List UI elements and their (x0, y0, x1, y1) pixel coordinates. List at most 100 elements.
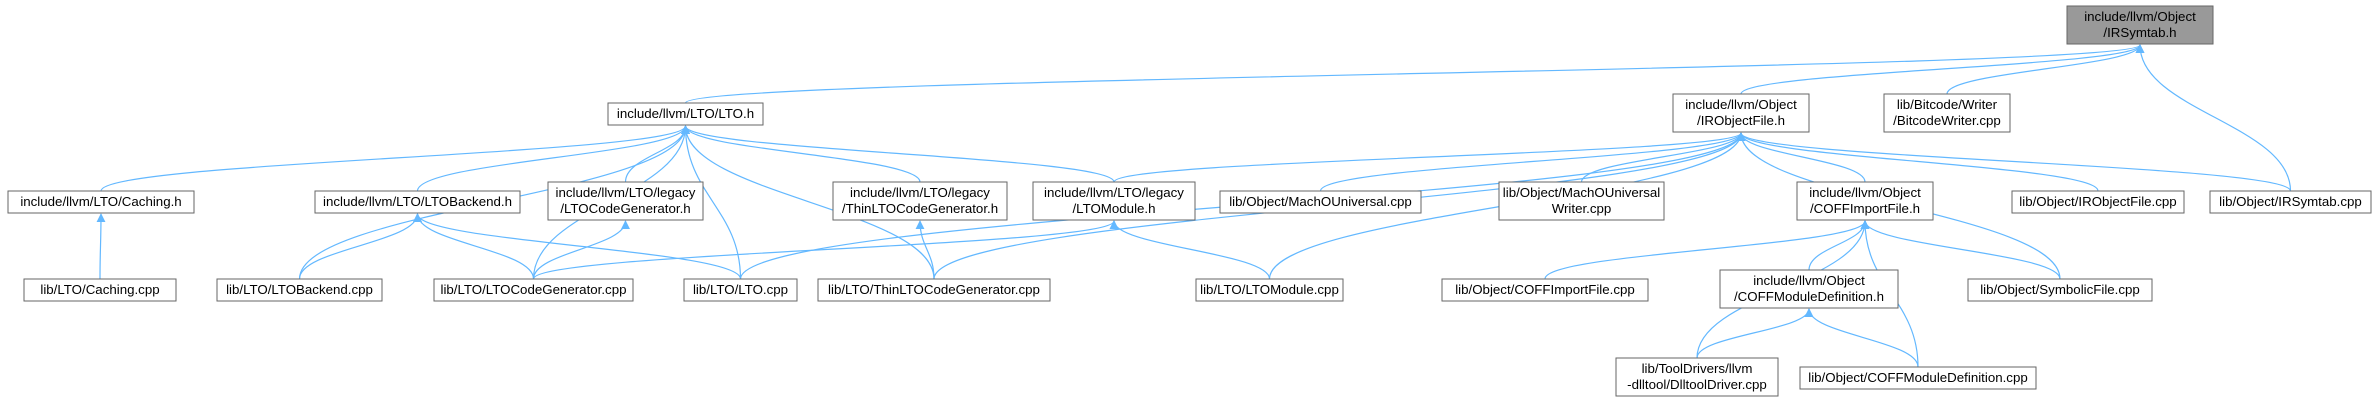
node-label: /BitcodeWriter.cpp (1893, 113, 2001, 128)
node-box (2066, 5, 2214, 45)
node-irsymtab-cpp[interactable]: lib/Object/IRSymtab.cpp (2209, 190, 2372, 214)
edge-caching_h-to-lto_h (100, 125, 690, 192)
node-label: /ThinLTOCodeGenerator.h (842, 201, 998, 216)
node-symbolicfile-cpp[interactable]: lib/Object/SymbolicFile.cpp (1967, 278, 2153, 302)
node-box (2209, 190, 2372, 214)
node-label: lib/LTO/Caching.cpp (40, 282, 159, 297)
node-box (1799, 366, 2037, 390)
node-lto-cpp[interactable]: lib/LTO/LTO.cpp (683, 278, 798, 302)
edge-irobjectfile_cpp-to-irobjectfile_h (1736, 132, 2099, 192)
node-caching-h[interactable]: include/llvm/LTO/Caching.h (7, 190, 195, 214)
node-label: /COFFModuleDefinition.h (1734, 289, 1884, 304)
node-label: lib/Object/COFFModuleDefinition.cpp (1808, 370, 2028, 385)
edge-lto_cpp-to-ltobackend_h (413, 213, 742, 280)
node-legacy-ltocodegen-h[interactable]: include/llvm/LTO/legacy/LTOCodeGenerator… (547, 181, 704, 221)
node-label: /LTOModule.h (1072, 201, 1155, 216)
edge-coffmoduledefinition_cpp-to-coffmoduledefinition_h (1804, 308, 1919, 368)
node-label: lib/Object/IRObjectFile.cpp (2019, 194, 2176, 209)
node-ltobackend-cpp[interactable]: lib/LTO/LTOBackend.cpp (216, 278, 383, 302)
node-box (1967, 278, 2153, 302)
edge-thinltocodegenerator_cpp-to-lto_h (681, 125, 935, 280)
node-label: include/llvm/LTO/Caching.h (20, 194, 181, 209)
node-lto-h[interactable]: include/llvm/LTO/LTO.h (607, 102, 764, 126)
node-box (216, 278, 383, 302)
edge-lto_cpp-to-lto_h (681, 125, 742, 280)
node-label: -dlltool/DlltoolDriver.cpp (1627, 377, 1767, 392)
edge-legacy_ltomodule_h-to-irobjectfile_h (1113, 132, 1746, 183)
edge-ltobackend_cpp-to-ltobackend_h (298, 213, 422, 280)
node-coffimportfile-cpp[interactable]: lib/Object/COFFImportFile.cpp (1441, 278, 1649, 302)
node-label: /COFFImportFile.h (1810, 201, 1920, 216)
node-box (547, 181, 704, 221)
edge-irsymtab_cpp-to-irsymtab_h (2135, 44, 2292, 192)
node-label: include/llvm/LTO/LTOBackend.h (323, 194, 512, 209)
node-label: lib/LTO/LTOModule.cpp (1200, 282, 1339, 297)
node-box (683, 278, 798, 302)
node-label: lib/LTO/LTO.cpp (693, 282, 788, 297)
edge-ltocodegenerator_cpp-to-ltobackend_h (413, 213, 535, 280)
node-box (1032, 181, 1196, 221)
node-machouniversal-cpp[interactable]: lib/Object/MachOUniversal.cpp (1219, 190, 1422, 214)
node-box (1672, 93, 1810, 133)
node-box (1441, 278, 1649, 302)
node-label: lib/LTO/LTOCodeGenerator.cpp (440, 282, 626, 297)
node-caching-cpp[interactable]: lib/LTO/Caching.cpp (23, 278, 177, 302)
node-coffmoduledefinition-cpp[interactable]: lib/Object/COFFModuleDefinition.cpp (1799, 366, 2037, 390)
edge-irsymtab_cpp-to-irobjectfile_h (1736, 132, 2292, 192)
node-bitcodewriter-cpp[interactable]: lib/Bitcode/Writer/BitcodeWriter.cpp (1883, 93, 2011, 133)
edge-thinltocodegenerator_cpp-to-legacy_thinltocodegen_h (915, 220, 935, 280)
node-label: lib/Object/SymbolicFile.cpp (1980, 282, 2140, 297)
edge-lto_h-to-irsymtab_h (684, 44, 2145, 104)
edge-coffimportfile_h-to-irobjectfile_h (1736, 132, 1866, 183)
node-box (1219, 190, 1422, 214)
node-legacy-ltomodule-h[interactable]: include/llvm/LTO/legacy/LTOModule.h (1032, 181, 1196, 221)
node-label: include/llvm/Object (1685, 97, 1797, 112)
node-box (1615, 357, 1779, 397)
node-label: Writer.cpp (1552, 201, 1612, 216)
node-irobjectfile-h[interactable]: include/llvm/Object/IRObjectFile.h (1672, 93, 1810, 133)
node-label: /IRSymtab.h (2103, 25, 2176, 40)
node-box (817, 278, 1051, 302)
node-box (1796, 181, 1934, 221)
node-dlltooldriver-cpp[interactable]: lib/ToolDrivers/llvm-dlltool/DlltoolDriv… (1615, 357, 1779, 397)
node-irsymtab-h: include/llvm/Object/IRSymtab.h (2066, 5, 2214, 45)
node-label: /LTOCodeGenerator.h (560, 201, 690, 216)
node-ltobackend-h[interactable]: include/llvm/LTO/LTOBackend.h (314, 190, 521, 214)
edge-symbolicfile_cpp-to-coffimportfile_h (1860, 220, 2061, 280)
node-label: lib/ToolDrivers/llvm (1642, 361, 1753, 376)
node-label: /IRObjectFile.h (1697, 113, 1785, 128)
node-label: include/llvm/LTO/legacy (1044, 185, 1184, 200)
edge-machouniversal_cpp-to-irobjectfile_h (1319, 132, 1746, 192)
edge-ltocodegenerator_cpp-to-legacy_ltocodegen_h (532, 220, 630, 280)
node-box (1883, 93, 2011, 133)
node-label: lib/Object/COFFImportFile.cpp (1455, 282, 1635, 297)
edge-legacy_ltomodule_h-to-lto_h (681, 125, 1115, 183)
node-label: lib/Bitcode/Writer (1897, 97, 1998, 112)
node-coffmoduledefinition-h[interactable]: include/llvm/Object/COFFModuleDefinition… (1719, 269, 1899, 309)
node-label: include/llvm/LTO/legacy (556, 185, 696, 200)
node-box (2011, 190, 2185, 214)
node-label: include/llvm/Object (1809, 185, 1921, 200)
node-irobjectfile-cpp[interactable]: lib/Object/IRObjectFile.cpp (2011, 190, 2185, 214)
edge-ltomodule_cpp-to-legacy_ltomodule_h (1109, 220, 1271, 280)
node-box (1719, 269, 1899, 309)
node-legacy-thinltocodegen-h[interactable]: include/llvm/LTO/legacy/ThinLTOCodeGener… (832, 181, 1008, 221)
edge-machouniversalwriter_cpp-to-irobjectfile_h (1580, 132, 1746, 183)
node-label: include/llvm/LTO/LTO.h (617, 106, 754, 121)
node-box (1195, 278, 1344, 302)
node-label: include/llvm/Object (2084, 9, 2196, 24)
edge-ltobackend_h-to-lto_h (416, 125, 690, 192)
node-label: lib/Object/MachOUniversal (1503, 185, 1660, 200)
edge-irobjectfile_h-to-irsymtab_h (1740, 44, 2145, 95)
node-box (314, 190, 521, 214)
node-coffimportfile-h[interactable]: include/llvm/Object/COFFImportFile.h (1796, 181, 1934, 221)
node-box (433, 278, 634, 302)
node-label: include/llvm/Object (1753, 273, 1865, 288)
edge-caching_cpp-to-caching_h (96, 213, 106, 280)
node-ltomodule-cpp[interactable]: lib/LTO/LTOModule.cpp (1195, 278, 1344, 302)
node-ltocodegenerator-cpp[interactable]: lib/LTO/LTOCodeGenerator.cpp (433, 278, 634, 302)
node-thinltocodegenerator-cpp[interactable]: lib/LTO/ThinLTOCodeGenerator.cpp (817, 278, 1051, 302)
node-label: lib/LTO/LTOBackend.cpp (226, 282, 373, 297)
